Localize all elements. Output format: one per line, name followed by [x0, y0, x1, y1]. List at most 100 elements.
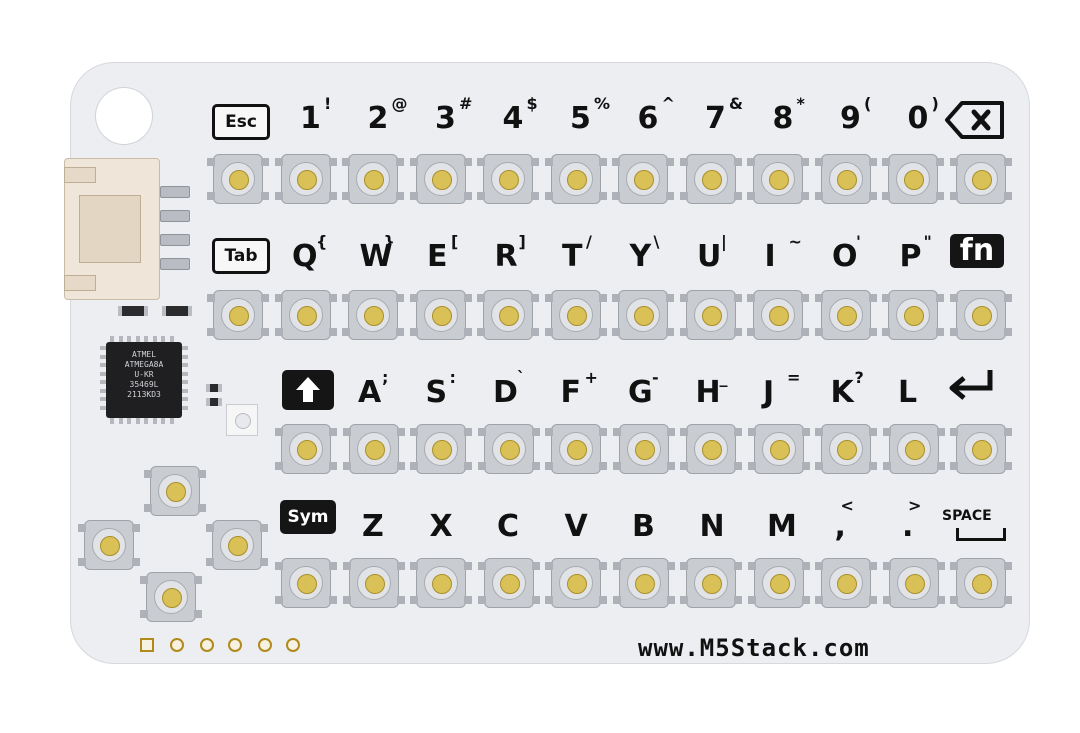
key-button-row4-0[interactable] — [281, 558, 331, 608]
switch-leg — [802, 428, 810, 436]
dpad-right-button[interactable] — [212, 520, 262, 570]
key-button-row3-10[interactable] — [956, 424, 1006, 474]
key-button-row3-7[interactable] — [754, 424, 804, 474]
key-button-row1-6[interactable] — [618, 154, 668, 204]
key-sublabel-row1-7: * — [796, 94, 805, 113]
switch-leg — [667, 596, 675, 604]
switch-leg — [532, 562, 540, 570]
key-button-row1-0[interactable] — [213, 154, 263, 204]
smd-resistor — [162, 306, 192, 316]
switch-leg — [275, 428, 283, 436]
key-button-row1-9[interactable] — [821, 154, 871, 204]
key-button-row1-8[interactable] — [753, 154, 803, 204]
chip-brand: ATMEL — [131, 350, 157, 359]
switch-leg — [801, 158, 809, 166]
switch-leg — [144, 470, 152, 478]
switch-leg — [869, 596, 877, 604]
key-button-row2-0[interactable] — [213, 290, 263, 340]
key-button-row4-4[interactable] — [551, 558, 601, 608]
key-button-row3-5[interactable] — [619, 424, 669, 474]
switch-leg — [612, 192, 620, 200]
switch-leg — [748, 562, 756, 570]
dpad-left-button[interactable] — [84, 520, 134, 570]
key-button-row2-2[interactable] — [348, 290, 398, 340]
switch-leg — [532, 462, 540, 470]
switch-leg — [666, 294, 674, 302]
switch-leg — [883, 428, 891, 436]
key-button-row4-9[interactable] — [889, 558, 939, 608]
switch-leg — [599, 294, 607, 302]
key-button-row4-5[interactable] — [619, 558, 669, 608]
key-button-row3-0[interactable] — [281, 424, 331, 474]
key-button-row2-3[interactable] — [416, 290, 466, 340]
key-button-row2-5[interactable] — [551, 290, 601, 340]
key-button-row2-7[interactable] — [686, 290, 736, 340]
switch-leg — [275, 596, 283, 604]
switch-leg — [815, 462, 823, 470]
dpad-up-button[interactable] — [150, 466, 200, 516]
key-button-row2-10[interactable] — [888, 290, 938, 340]
microcontroller-chip: ATMEL ATMEGA8A U-KR 35469L 2113KD3 — [106, 342, 182, 418]
key-button-row4-6[interactable] — [686, 558, 736, 608]
key-button-row1-7[interactable] — [686, 154, 736, 204]
switch-leg — [937, 428, 945, 436]
header-pad — [258, 638, 272, 652]
key-button-row2-4[interactable] — [483, 290, 533, 340]
key-button-row4-1[interactable] — [349, 558, 399, 608]
switch-leg — [545, 294, 553, 302]
chip-pin — [182, 346, 188, 350]
switch-leg — [599, 462, 607, 470]
key-label-row1-0: 1 — [300, 101, 321, 136]
switch-leg — [950, 462, 958, 470]
switch-leg — [667, 428, 675, 436]
switch-leg — [275, 562, 283, 570]
dpad-down-button[interactable] — [146, 572, 196, 622]
chip-pin — [161, 336, 165, 342]
key-label-row1-7: 8 — [772, 101, 794, 136]
key-button-row1-3[interactable] — [416, 154, 466, 204]
key-button-row1-1[interactable] — [281, 154, 331, 204]
key-sublabel-row2-7: ~ — [788, 232, 802, 251]
key-button-row4-8[interactable] — [821, 558, 871, 608]
switch-leg — [815, 428, 823, 436]
chip-model: ATMEGA8A — [124, 360, 164, 369]
key-button-row3-6[interactable] — [686, 424, 736, 474]
key-button-row3-1[interactable] — [349, 424, 399, 474]
key-button-row1-4[interactable] — [483, 154, 533, 204]
key-button-row4-10[interactable] — [956, 558, 1006, 608]
key-button-row3-4[interactable] — [551, 424, 601, 474]
key-button-row4-3[interactable] — [484, 558, 534, 608]
chip-pin — [100, 397, 106, 401]
key-label-row3-8: L — [898, 375, 918, 410]
key-button-row2-11[interactable] — [956, 290, 1006, 340]
key-button-row2-9[interactable] — [821, 290, 871, 340]
key-button-row3-9[interactable] — [889, 424, 939, 474]
switch-leg — [613, 462, 621, 470]
chip-pin — [169, 418, 174, 424]
switch-leg — [410, 596, 418, 604]
key-button-row1-2[interactable] — [348, 154, 398, 204]
switch-leg — [477, 158, 485, 166]
switch-leg — [343, 562, 351, 570]
key-button-row4-7[interactable] — [754, 558, 804, 608]
key-label-row1-3: 4 — [502, 101, 524, 136]
key-button-row2-8[interactable] — [753, 290, 803, 340]
key-button-row3-8[interactable] — [821, 424, 871, 474]
key-button-row1-11[interactable] — [956, 154, 1006, 204]
key-button-row2-6[interactable] — [618, 290, 668, 340]
key-button-row3-2[interactable] — [416, 424, 466, 474]
connector-pin — [160, 186, 190, 198]
key-sublabel-row4-7: < — [840, 496, 854, 515]
switch-leg — [342, 192, 350, 200]
key-button-row4-2[interactable] — [416, 558, 466, 608]
switch-leg — [396, 328, 404, 336]
switch-leg — [329, 428, 337, 436]
key-button-row1-10[interactable] — [888, 154, 938, 204]
switch-leg — [747, 328, 755, 336]
switch-leg — [869, 428, 877, 436]
switch-leg — [937, 596, 945, 604]
key-button-row1-5[interactable] — [551, 154, 601, 204]
key-button-row2-1[interactable] — [281, 290, 331, 340]
key-button-row3-3[interactable] — [484, 424, 534, 474]
key-sublabel-row2-5: \ — [653, 232, 660, 251]
